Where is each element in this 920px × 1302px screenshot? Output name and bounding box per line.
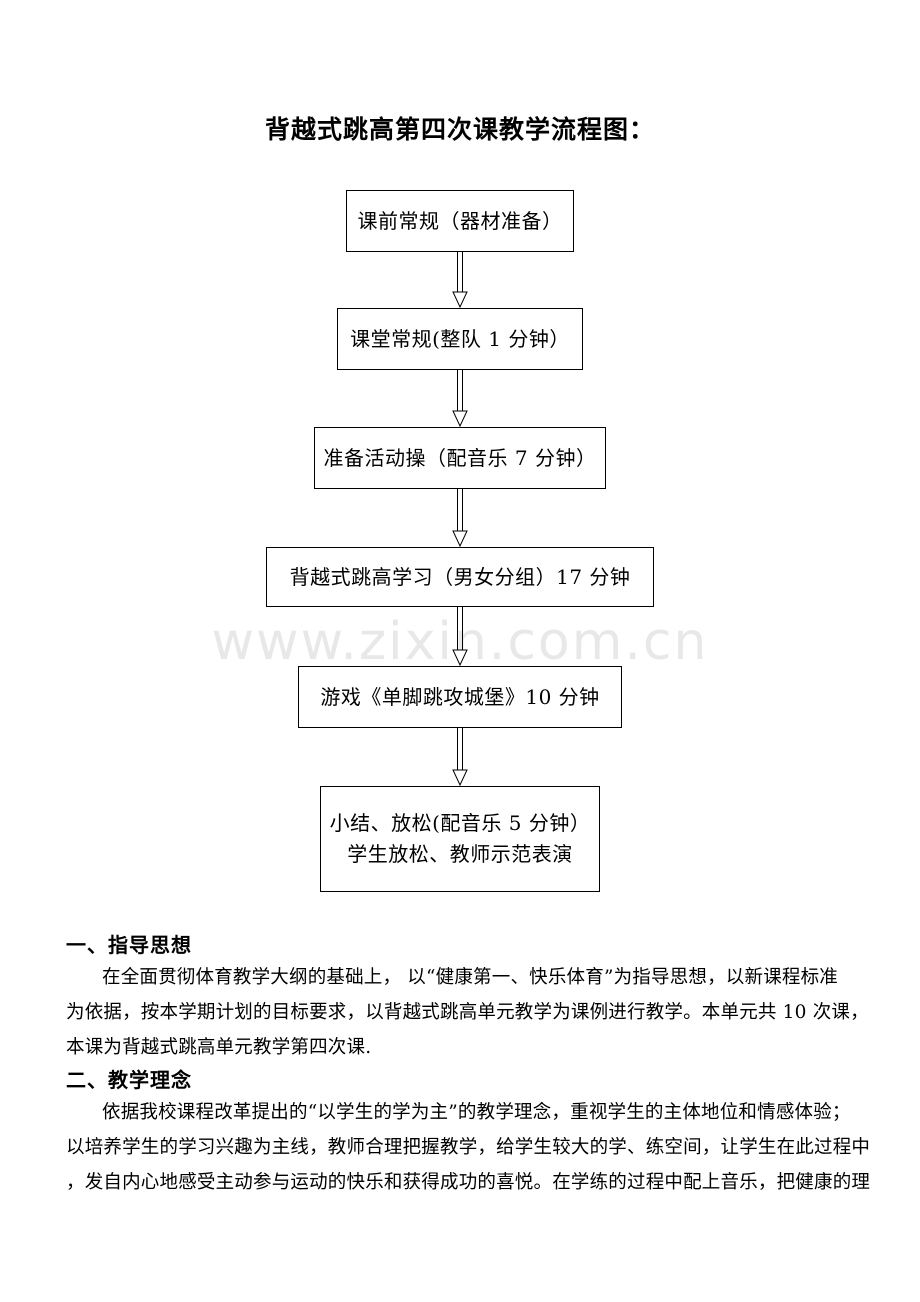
arrow-shaft-right	[462, 607, 463, 650]
flow-step-2-label: 课堂常规(整队 1 分钟）	[350, 326, 570, 351]
arrow-shaft-right	[462, 489, 463, 531]
flowchart: 课前常规（器材准备） 课堂常规(整队 1 分钟） 准备活动操（配音乐 7 分钟）	[0, 190, 920, 892]
flow-step-3-label: 准备活动操（配音乐 7 分钟）	[323, 445, 597, 470]
arrow-head-down-icon	[452, 649, 468, 666]
flow-arrow-1	[451, 252, 469, 308]
flow-step-1: 课前常规（器材准备）	[346, 190, 574, 252]
page-title: 背越式跳高第四次课教学流程图：	[264, 115, 655, 144]
arrow-shaft-left	[457, 489, 458, 531]
section-heading-2: 二、教学理念	[66, 1068, 192, 1092]
section-heading-1: 一、指导思想	[66, 933, 192, 957]
arrow-shaft-left	[457, 607, 458, 650]
arrow-shaft-left	[457, 728, 458, 770]
arrow-shaft-right	[462, 728, 463, 770]
section-paragraph-1: 在全面贯彻体育教学大纲的基础上， 以“健康第一、快乐体育”为指导思想，以新课程标…	[0, 960, 920, 1065]
arrow-head-down-icon	[452, 769, 468, 786]
flow-step-5-label: 游戏《单脚跳攻城堡》10 分钟	[320, 684, 600, 709]
flow-step-6-label-line-1: 小结、放松(配音乐 5 分钟）	[329, 811, 591, 835]
flow-arrow-3	[451, 489, 469, 547]
document-body: 一、指导思想 在全面贯彻体育教学大纲的基础上， 以“健康第一、快乐体育”为指导思…	[0, 930, 920, 1200]
paragraph-line: 为依据，按本学期计划的目标要求，以背越式跳高单元教学为课例进行教学。本单元共 1…	[66, 1002, 869, 1023]
paragraph-line: 本课为背越式跳高单元教学第四次课.	[66, 1037, 372, 1058]
flow-step-4: 背越式跳高学习（男女分组）17 分钟	[266, 547, 654, 607]
flow-step-1-label: 课前常规（器材准备）	[357, 208, 563, 233]
flow-step-4-label: 背越式跳高学习（男女分组）17 分钟	[289, 564, 631, 589]
arrow-shaft-left	[457, 370, 458, 411]
paragraph-line: 以培养学生的学习兴趣为主线，教师合理把握教学，给学生较大的学、练空间，让学生在此…	[66, 1137, 871, 1158]
flow-arrow-5	[451, 728, 469, 786]
paragraph-line: 依据我校课程改革提出的“以学生的学为主”的教学理念，重视学生的主体地位和情感体验…	[102, 1102, 851, 1123]
flow-step-2: 课堂常规(整队 1 分钟）	[337, 308, 583, 370]
arrow-shaft-right	[462, 252, 463, 292]
arrow-head-down-icon	[452, 291, 468, 308]
paragraph-line: 在全面贯彻体育教学大纲的基础上， 以“健康第一、快乐体育”为指导思想，以新课程标…	[102, 967, 838, 988]
flow-step-6-label-line-2: 学生放松、教师示范表演	[347, 842, 573, 866]
arrow-head-down-icon	[452, 530, 468, 547]
flow-step-6: 小结、放松(配音乐 5 分钟） 学生放松、教师示范表演	[320, 786, 600, 892]
flow-arrow-2	[451, 370, 469, 427]
flow-step-5: 游戏《单脚跳攻城堡》10 分钟	[298, 666, 622, 728]
flow-arrow-4	[451, 607, 469, 666]
arrow-head-down-icon	[452, 410, 468, 427]
flow-step-3: 准备活动操（配音乐 7 分钟）	[314, 427, 606, 489]
arrow-shaft-left	[457, 252, 458, 292]
arrow-shaft-right	[462, 370, 463, 411]
section-paragraph-2: 依据我校课程改革提出的“以学生的学为主”的教学理念，重视学生的主体地位和情感体验…	[0, 1095, 920, 1200]
paragraph-line: ，发自内心地感受主动参与运动的快乐和获得成功的喜悦。在学练的过程中配上音乐，把健…	[66, 1172, 871, 1193]
